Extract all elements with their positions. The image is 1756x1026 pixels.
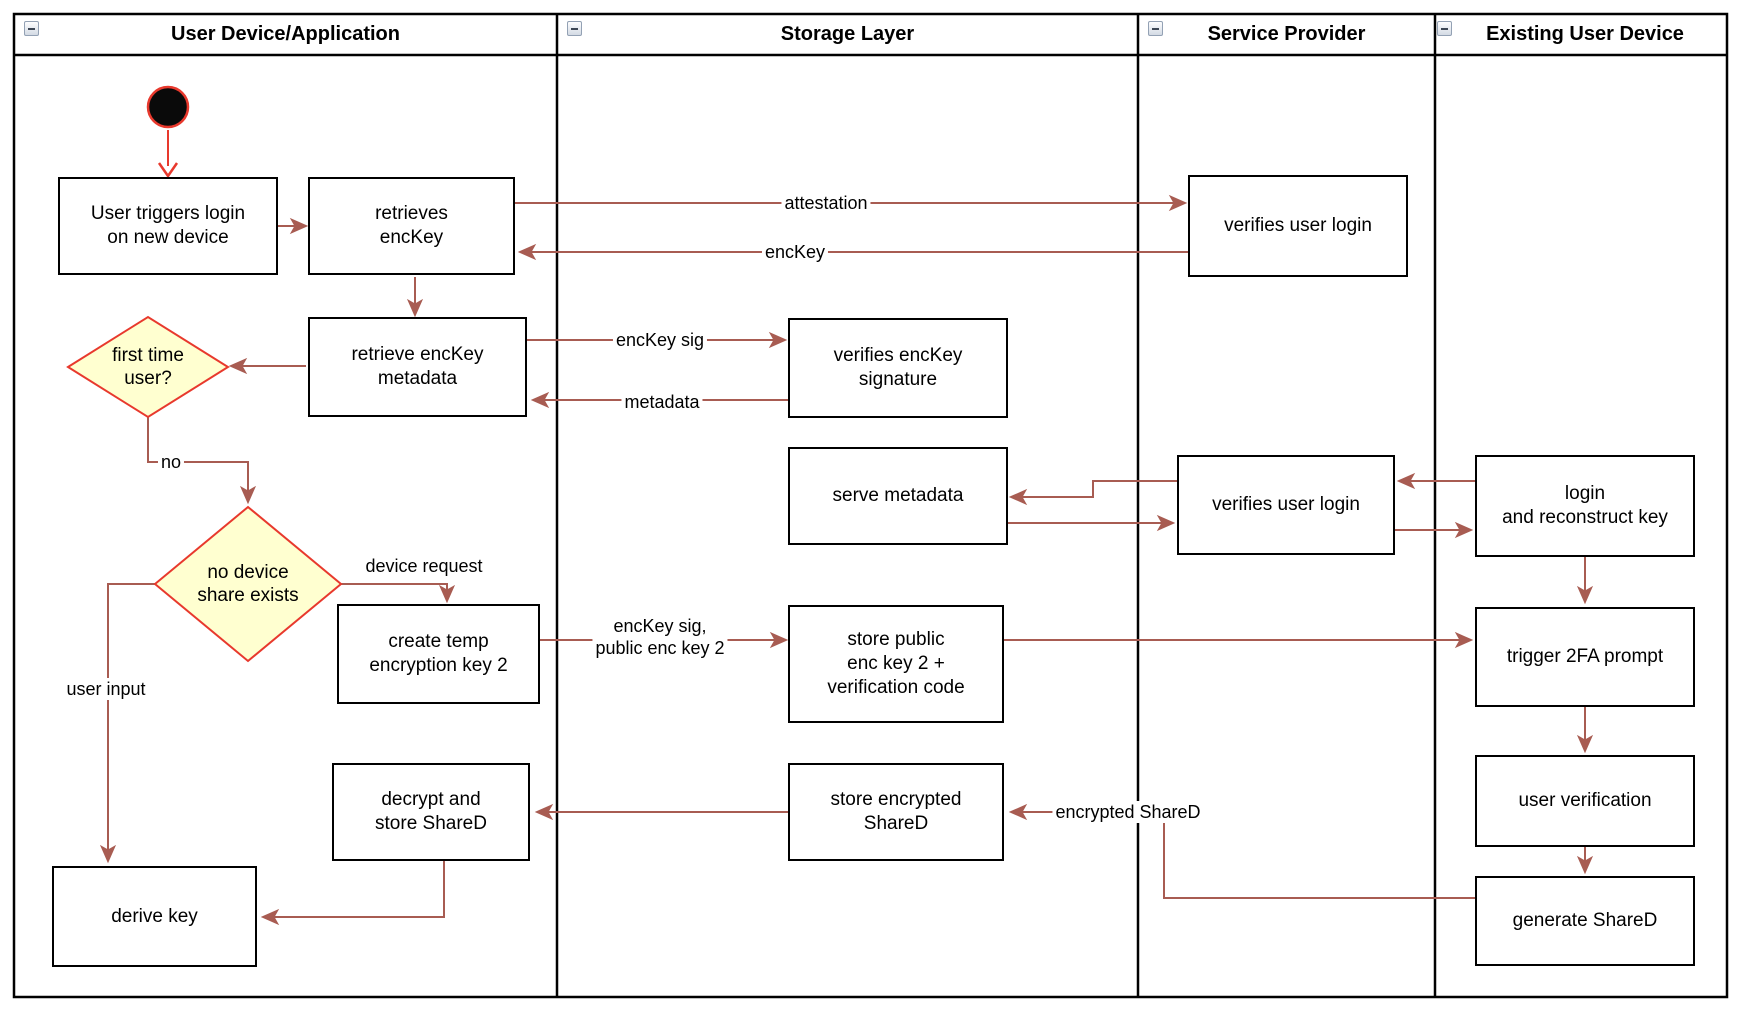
edge-label-metadata-return: metadata — [621, 391, 703, 413]
edge-2fa-to-verification[interactable] — [1576, 707, 1594, 754]
node-decrypt-and-store-shared[interactable]: decrypt and store ShareD — [332, 763, 530, 861]
lane-title: Existing User Device — [1486, 23, 1684, 45]
edge-serve-to-verifies[interactable] — [1008, 514, 1176, 532]
edge-user-input[interactable] — [99, 583, 155, 864]
lane-header-storage-layer[interactable]: Storage Layer — [557, 16, 1138, 53]
edge-label-attestation: attestation — [781, 192, 871, 214]
edge-device-request[interactable] — [341, 583, 456, 604]
node-verifies-user-login-mid[interactable]: verifies user login — [1177, 455, 1395, 555]
start-node[interactable] — [146, 85, 190, 129]
collapse-lane-icon[interactable] — [1437, 21, 1452, 36]
edge-login-to-verifies[interactable] — [1396, 472, 1475, 490]
lane-header-service-provider[interactable]: Service Provider — [1138, 16, 1435, 53]
node-user-triggers-login[interactable]: User triggers login on new device — [58, 177, 278, 275]
decision-first-time-user[interactable] — [66, 315, 230, 419]
edge-label-enckey-return: encKey — [761, 241, 829, 263]
node-verifies-user-login-top[interactable]: verifies user login — [1188, 175, 1408, 277]
node-trigger-2fa-prompt[interactable]: trigger 2FA prompt — [1475, 607, 1695, 707]
lane-header-user-device[interactable]: User Device/Application — [14, 16, 557, 53]
node-serve-metadata[interactable]: serve metadata — [788, 447, 1008, 545]
edge-no-branch[interactable] — [147, 417, 257, 505]
edge-label-user-input: user input — [63, 678, 149, 700]
node-verifies-enckey-signature[interactable]: verifies encKey signature — [788, 318, 1008, 418]
edge-login-to-2fa[interactable] — [1576, 557, 1594, 605]
node-retrieves-enckey[interactable]: retrieves encKey — [308, 177, 515, 275]
edge-enckey-return[interactable] — [517, 243, 1188, 261]
edge-label-enckey-sig-pub-key-2: encKey sig, public enc key 2 — [592, 615, 728, 659]
node-retrieve-enckey-metadata[interactable]: retrieve encKey metadata — [308, 317, 527, 417]
lane-title: User Device/Application — [171, 23, 400, 45]
node-login-and-reconstruct-key[interactable]: login and reconstruct key — [1475, 455, 1695, 557]
edge-to-serve-metadata[interactable] — [1008, 480, 1177, 506]
node-create-temp-encryption-key-2[interactable]: create temp encryption key 2 — [337, 604, 540, 704]
edge-retrieves-to-metadata[interactable] — [406, 277, 424, 318]
edge-start-to-trigger[interactable] — [157, 130, 179, 179]
edge-to-first-time-user[interactable] — [228, 357, 306, 375]
edge-label-no-branch: no — [157, 451, 185, 473]
decision-no-device-share-exists[interactable] — [153, 505, 343, 663]
diagram-frame — [12, 12, 1729, 999]
edge-label-device-request: device request — [365, 556, 483, 576]
edge-decrypt-to-derive[interactable] — [260, 861, 445, 926]
edge-stored-to-decrypt[interactable] — [534, 803, 788, 821]
decision-label-no-device-share-exists: no device share exists — [197, 562, 299, 606]
node-store-encrypted-shared[interactable]: store encrypted ShareD — [788, 763, 1004, 861]
edge-label-enckey-sig: encKey sig — [612, 329, 708, 351]
node-user-verification[interactable]: user verification — [1475, 755, 1695, 847]
collapse-lane-icon[interactable] — [1148, 21, 1163, 36]
collapse-lane-icon[interactable] — [24, 21, 39, 36]
collapse-lane-icon[interactable] — [567, 21, 582, 36]
node-store-public-enc-key-2[interactable]: store public enc key 2 + verification co… — [788, 605, 1004, 723]
edge-verification-to-generate[interactable] — [1576, 847, 1594, 875]
node-generate-shared[interactable]: generate ShareD — [1475, 876, 1695, 966]
edge-to-trigger-2fa[interactable] — [1004, 631, 1474, 649]
lane-title: Service Provider — [1207, 23, 1366, 45]
edge-label-encrypted-shared: encrypted ShareD — [1052, 801, 1204, 823]
edge-verifies-to-login[interactable] — [1395, 521, 1474, 539]
lane-header-existing-user-device[interactable]: Existing User Device — [1443, 16, 1727, 53]
edge-trigger-to-retrieves[interactable] — [278, 217, 309, 235]
node-derive-key[interactable]: derive key — [52, 866, 257, 967]
decision-label-first-time-user: first time user? — [112, 345, 184, 389]
lane-title: Storage Layer — [780, 23, 915, 45]
